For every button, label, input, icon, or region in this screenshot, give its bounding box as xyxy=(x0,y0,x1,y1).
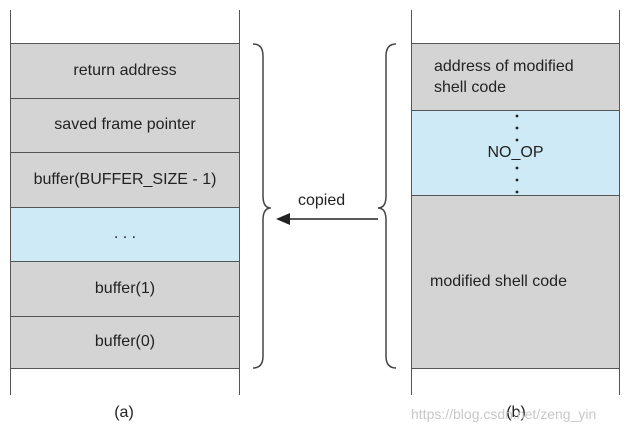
stack-a-cell-saved-frame-pointer: saved frame pointer xyxy=(11,98,239,152)
address-modified-shell-label: address of modified shell code xyxy=(434,57,574,96)
stack-a-divider xyxy=(10,43,240,44)
buffer-top-label: buffer(BUFFER_SIZE - 1) xyxy=(33,170,217,188)
stack-a-cell-ellipsis: . . . xyxy=(11,207,239,261)
stack-a-cell-return-address: return address xyxy=(11,43,239,98)
stack-a-cell-buffer-1: buffer(1) xyxy=(11,261,239,316)
stack-a-divider xyxy=(10,152,240,153)
stack-b-left-border xyxy=(411,10,412,395)
stack-b-divider xyxy=(411,195,620,196)
return-address-label: return address xyxy=(73,61,177,79)
stack-a-divider xyxy=(10,261,240,262)
stack-a-divider xyxy=(10,368,240,369)
stack-a-cell-buffer-top: buffer(BUFFER_SIZE - 1) xyxy=(11,152,239,207)
stack-a-left-border xyxy=(10,10,11,395)
stack-b-cell-address: address of modified shell code xyxy=(412,43,619,110)
stack-b-cell-noop: NO_OP xyxy=(412,110,619,195)
stack-b-cell-shell-code: modified shell code xyxy=(412,195,619,368)
ellipsis-label: . . . xyxy=(113,225,137,242)
copy-arrow-head xyxy=(276,213,290,225)
stack-b-divider xyxy=(411,110,620,111)
right-brace xyxy=(377,43,397,369)
stack-b-divider xyxy=(411,368,620,369)
modified-shell-code-label: modified shell code xyxy=(430,272,567,290)
saved-frame-pointer-label: saved frame pointer xyxy=(54,116,196,133)
buffer-0-label: buffer(0) xyxy=(94,333,156,350)
caption-b: (b) xyxy=(506,404,526,421)
stack-a-cell-buffer-0: buffer(0) xyxy=(11,316,239,368)
stack-a-divider xyxy=(10,316,240,317)
noop-label: NO_OP xyxy=(487,143,544,161)
stack-a-divider xyxy=(10,207,240,208)
stack-a-divider xyxy=(10,98,240,99)
left-brace xyxy=(252,43,272,369)
buffer-1-label: buffer(1) xyxy=(94,279,156,297)
noop-dots xyxy=(515,114,519,194)
watermark: https://blog.csdn.net/zeng_yin xyxy=(411,406,597,422)
copied-label: copied xyxy=(298,192,346,209)
caption-a: (a) xyxy=(114,404,134,421)
stack-b-divider xyxy=(411,43,620,44)
stack-a-right-border xyxy=(239,10,240,395)
stack-b-right-border xyxy=(619,10,620,395)
